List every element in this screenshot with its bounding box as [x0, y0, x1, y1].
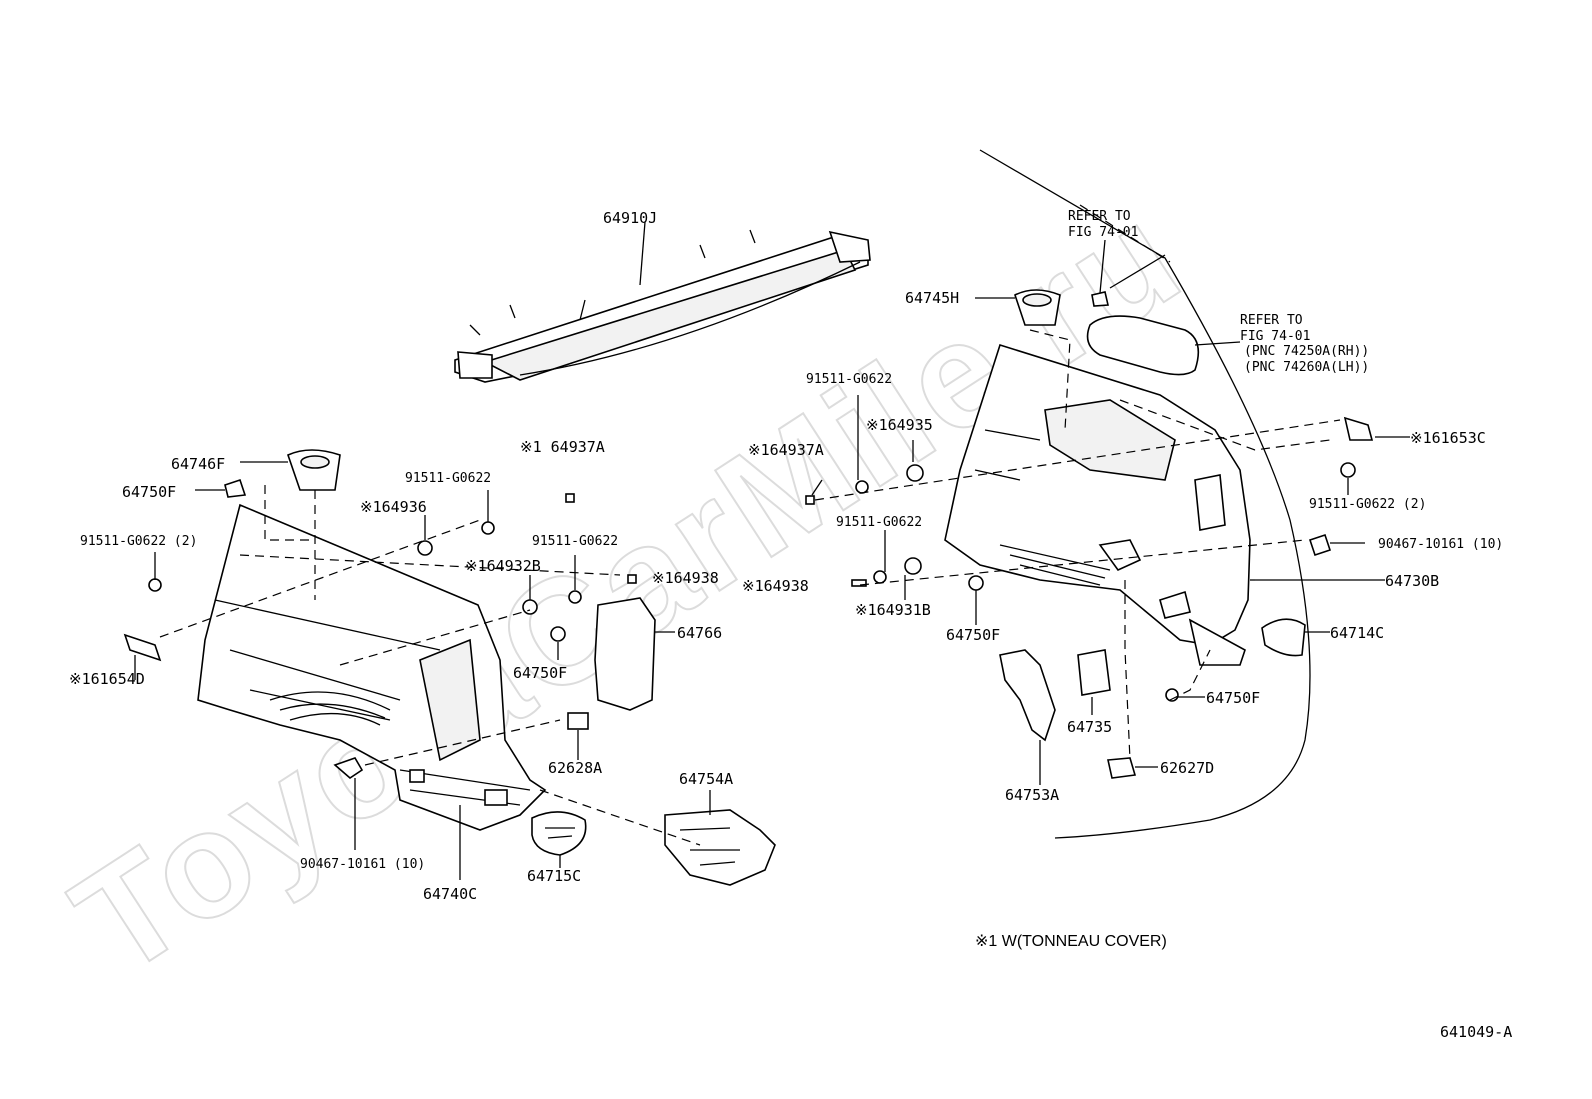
label-91511-G0622-right-a: 91511-G0622 [806, 372, 892, 387]
right-lamp-part[interactable] [1261, 618, 1306, 657]
label-64753A: 64753A [1005, 786, 1059, 804]
ref2-line2: FIG 74-01 [1240, 329, 1310, 344]
assist-grip-part[interactable] [1086, 315, 1200, 376]
label-161654D: ※161654D [69, 670, 145, 688]
label-64740C: 64740C [423, 885, 477, 903]
footnote-tonneau-cover: ※1 W(TONNEAU COVER) [975, 933, 1167, 950]
label-91511-G0622-left-a: 91511-G0622 [405, 471, 491, 486]
left-panel-part[interactable] [594, 597, 656, 711]
label-64715C: 64715C [527, 867, 581, 885]
right-box-part[interactable] [1077, 649, 1111, 696]
ref2-line1: REFER TO [1240, 313, 1303, 328]
label-164932B: ※164932B [465, 557, 541, 575]
left-quarter-trim-part[interactable] [197, 503, 547, 831]
ref1-line2: FIG 74-01 [1068, 225, 1138, 240]
label-62628A: 62628A [548, 759, 602, 777]
label-164936: ※164936 [360, 498, 427, 516]
label-64750F-right-low: 64750F [1206, 689, 1260, 707]
label-164938-right: ※164938 [742, 577, 809, 595]
ref2-line4: (PNC 74260A(LH)) [1244, 360, 1369, 375]
ref1-line1: REFER TO [1068, 209, 1131, 224]
right-quarter-trim-part[interactable] [944, 343, 1251, 666]
label-164938-left: ※164938 [652, 569, 719, 587]
label-91511-G0622-left-b: 91511-G0622 [532, 534, 618, 549]
right-plug-part[interactable] [1107, 757, 1137, 779]
label-64750F-left-top: 64750F [122, 483, 176, 501]
label-91511-G0622-2-left: 91511-G0622 (2) [80, 534, 197, 549]
label-91511-G0622-right-b: 91511-G0622 [836, 515, 922, 530]
label-164931B: ※164931B [855, 601, 931, 619]
label-64745H: 64745H [905, 289, 959, 307]
label-64910J: 64910J [603, 209, 657, 227]
label-64766: 64766 [677, 624, 722, 642]
right-hook-part[interactable] [1014, 289, 1061, 326]
label-64750F-left-mid: 64750F [513, 664, 567, 682]
label-91511-G0622-2-right: 91511-G0622 (2) [1309, 497, 1426, 512]
left-bracket-part[interactable] [664, 809, 776, 886]
label-64754A: 64754A [679, 770, 733, 788]
right-lower-panel-part[interactable] [999, 649, 1056, 742]
diagram-id: 641049-A [1440, 1023, 1512, 1041]
label-161653C: ※161653C [1410, 429, 1486, 447]
label-90467-10161-right: 90467-10161 (10) [1378, 537, 1503, 552]
left-cover-part[interactable] [531, 811, 587, 856]
ref2-line3: (PNC 74250A(RH)) [1244, 344, 1369, 359]
label-64730B: 64730B [1385, 572, 1439, 590]
tonneau-cover-part[interactable] [454, 229, 871, 383]
label-64750F-right-mid: 64750F [946, 626, 1000, 644]
label-90467-10161-left: 90467-10161 (10) [300, 857, 425, 872]
label-164935: ※164935 [866, 416, 933, 434]
label-64746F: 64746F [171, 455, 225, 473]
label-64735: 64735 [1067, 718, 1112, 736]
label-64714C: 64714C [1330, 624, 1384, 642]
left-hook-part[interactable] [287, 449, 341, 491]
label-164937A-right: ※164937A [748, 441, 824, 459]
right-fasteners [805, 291, 1374, 702]
label-62627D: 62627D [1160, 759, 1214, 777]
label-164937A-left: ※1 64937A [520, 438, 605, 456]
